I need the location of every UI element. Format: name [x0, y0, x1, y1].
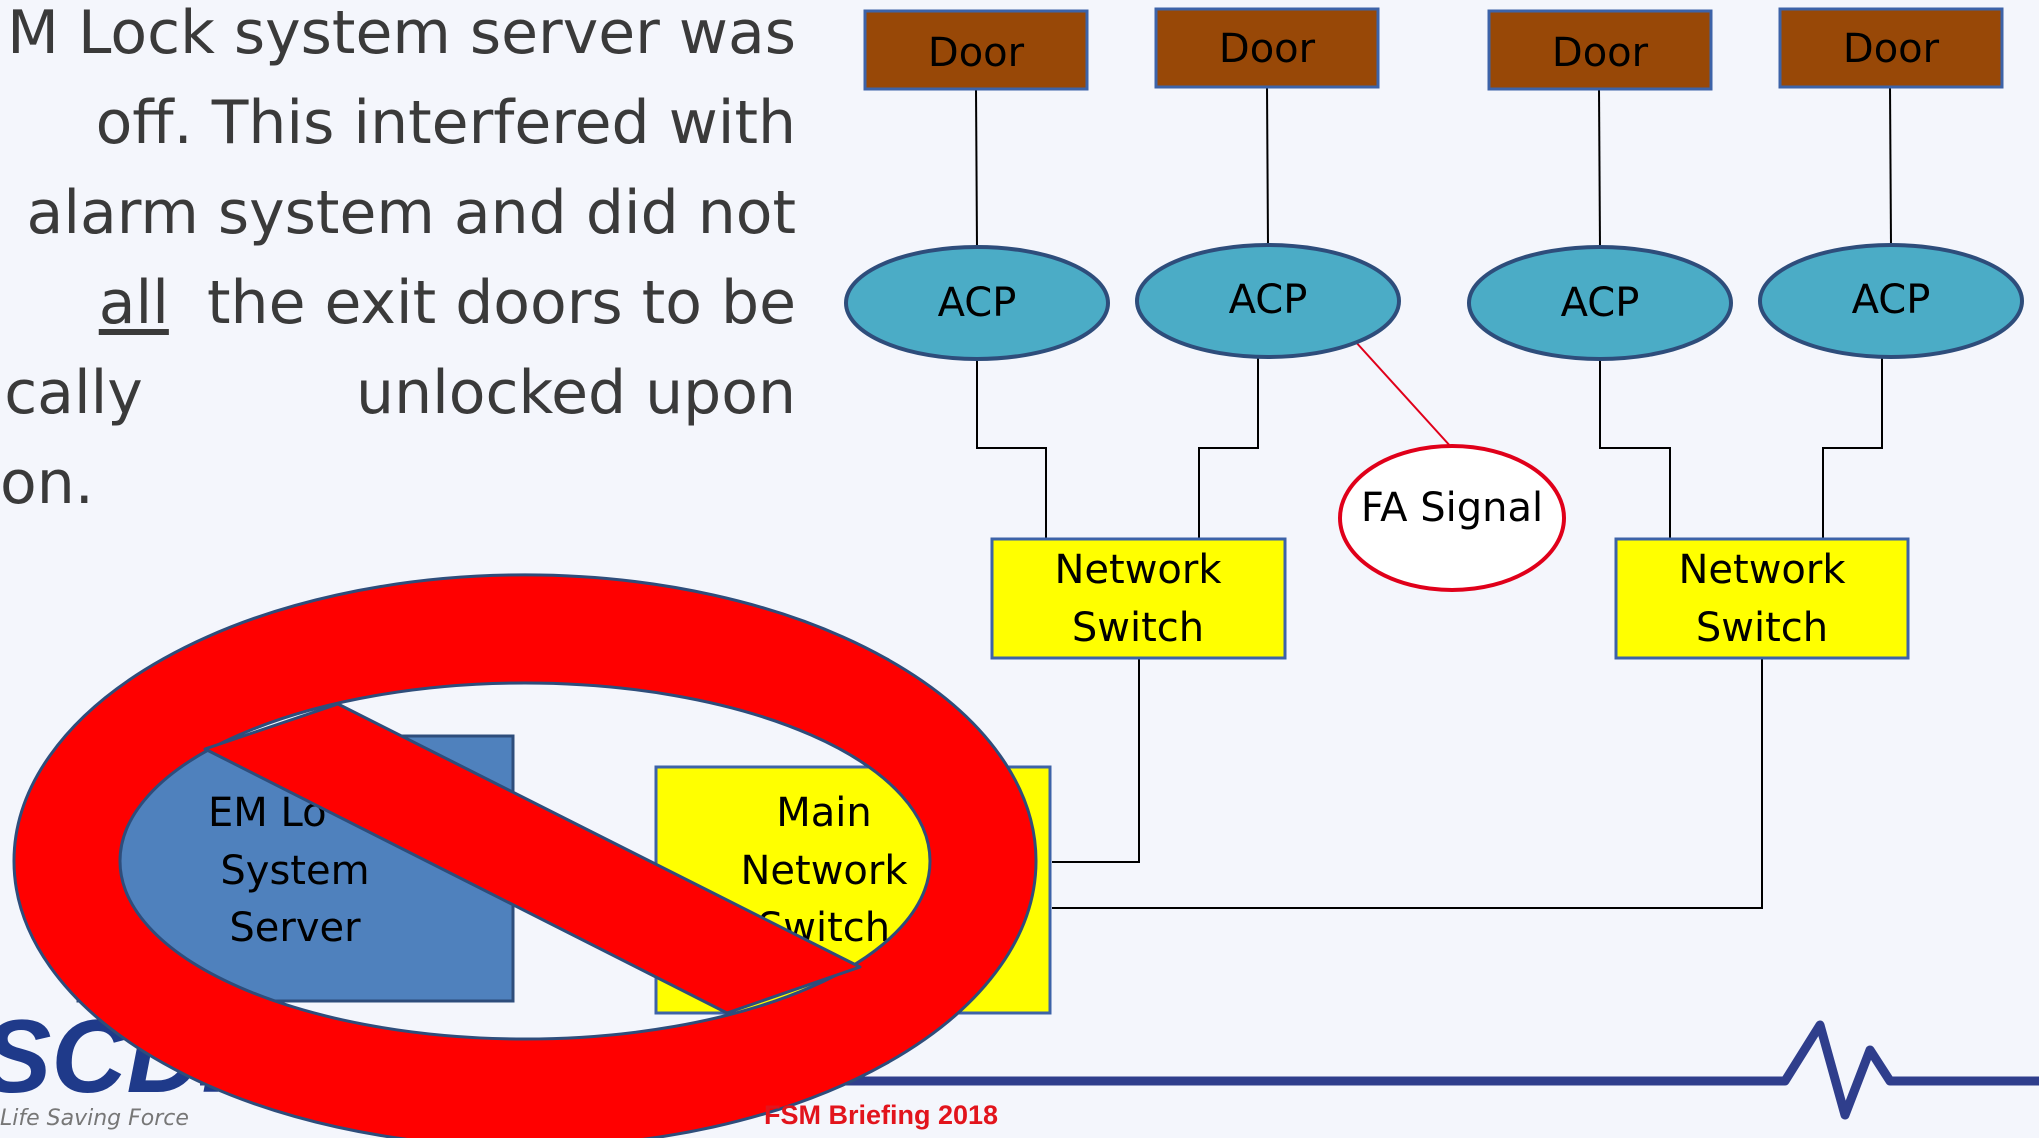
acp-4-label: ACP	[1852, 277, 1931, 323]
door-2: Door	[1154, 7, 1380, 89]
paragraph-line-2: off. This interfered with	[95, 88, 796, 158]
main-switch-line-2: Network	[740, 848, 908, 894]
door-4: Door	[1778, 7, 2004, 89]
underlined-word: all	[98, 268, 169, 338]
paragraph-line-5-first: tically	[0, 358, 143, 428]
paragraph-line-5: tically unlocked upon	[0, 358, 796, 428]
paragraph-line-5-rest: unlocked upon	[356, 358, 796, 428]
network-switch-1-line-1: Network	[1054, 547, 1222, 593]
door-4-label: Door	[1843, 26, 1940, 72]
acp-3-label: ACP	[1561, 280, 1640, 326]
door-1: Door	[863, 9, 1089, 91]
acp-1: ACP	[844, 245, 1110, 361]
prohibition-icon	[12, 573, 1038, 1138]
network-switch-1-line-2: Switch	[1072, 605, 1204, 651]
acp-2-label: ACP	[1229, 277, 1308, 323]
description-paragraph: M Lock system server was off. This inter…	[0, 0, 796, 520]
em-server-line-2: System	[220, 848, 369, 894]
acp-3: ACP	[1467, 245, 1733, 361]
paragraph-line-1: M Lock system server was	[7, 0, 796, 68]
network-switch-2-line-2: Switch	[1696, 605, 1828, 651]
paragraph-line-6: on.	[0, 448, 94, 518]
footer-briefing: FSM Briefing 2018	[764, 1100, 999, 1130]
fa-signal-connector	[1353, 339, 1453, 449]
door-acp-connectors	[975, 86, 1892, 249]
main-switch-line-1: Main	[776, 790, 872, 836]
paragraph-line-3: alarm system and did not	[26, 178, 796, 248]
em-server-line-3: Server	[229, 905, 361, 951]
acp-1-label: ACP	[938, 280, 1017, 326]
door-1-label: Door	[928, 30, 1025, 76]
network-switch-1: Network Switch	[990, 537, 1287, 660]
network-connectors	[976, 357, 1883, 909]
network-switch-2: Network Switch	[1614, 537, 1910, 660]
fa-signal: FA Signal	[1338, 444, 1566, 592]
door-3-label: Door	[1552, 30, 1649, 76]
acp-4: ACP	[1758, 243, 2024, 359]
fa-signal-label: FA Signal	[1361, 485, 1543, 531]
door-3: Door	[1487, 9, 1713, 91]
scdf-tagline: Life Saving Force	[0, 1106, 189, 1131]
paragraph-line-4: all the exit doors to be	[99, 268, 796, 338]
door-2-label: Door	[1219, 26, 1316, 72]
footer-pulse-line	[200, 1020, 2039, 1120]
network-switch-2-line-1: Network	[1678, 547, 1846, 593]
acp-2: ACP	[1135, 243, 1401, 359]
paragraph-line-4-rest: the exit doors to be	[207, 268, 796, 338]
